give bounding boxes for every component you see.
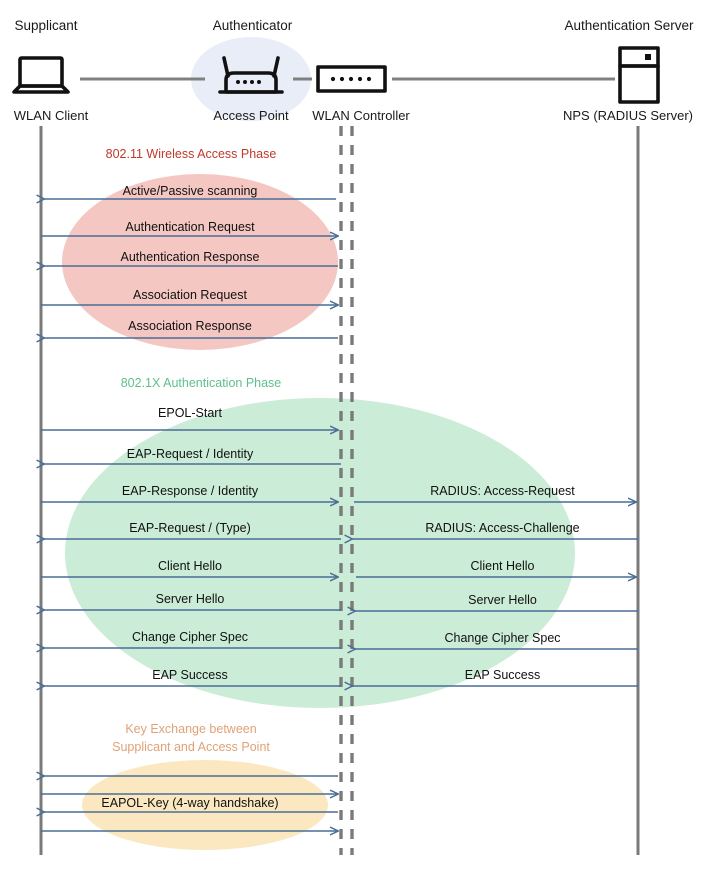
role-title-supplicant: Supplicant: [14, 18, 78, 33]
role-title-authenticator: Authenticator: [212, 18, 293, 33]
message-label-eapol-start: EPOL-Start: [158, 406, 222, 420]
wlan-controller-icon: [316, 65, 387, 93]
message-label-client-hello-right: Client Hello: [470, 559, 535, 573]
phase-ellipse-key-exchange: [82, 760, 328, 850]
message-label-authentication-response: Authentication Response: [120, 250, 260, 264]
message-label-association-request: Association Request: [133, 288, 247, 302]
node-label-nps-radius-server: NPS (RADIUS Server): [562, 108, 694, 123]
phase-ellipse-dot1x: [65, 398, 575, 708]
message-label-radius-access-request: RADIUS: Access-Request: [430, 484, 575, 498]
message-label-authentication-request: Authentication Request: [125, 220, 255, 234]
phase-label-wireless-access: 802.11 Wireless Access Phase: [105, 147, 277, 161]
message-label-eap-request-type: EAP-Request / (Type): [129, 521, 251, 535]
message-label-active-passive-scanning: Active/Passive scanning: [122, 184, 258, 198]
phase-label-key-exchange-line1: Key Exchange between: [125, 722, 257, 736]
message-label-eapol-key: EAPOL-Key (4-way handshake): [101, 796, 279, 810]
message-label-eap-request-identity: EAP-Request / Identity: [126, 447, 254, 461]
server-icon: [618, 46, 660, 104]
message-label-eap-success-right: EAP Success: [464, 668, 541, 682]
node-label-wlan-client: WLAN Client: [13, 108, 89, 123]
phase-label-dot1x-authentication: 802.1X Authentication Phase: [120, 376, 282, 390]
phase-ellipse-wireless-access: [62, 174, 338, 350]
message-label-eap-response-identity: EAP-Response / Identity: [121, 484, 259, 498]
node-label-wlan-controller: WLAN Controller: [312, 108, 410, 123]
message-label-radius-access-challenge: RADIUS: Access-Challenge: [425, 521, 580, 535]
message-label-client-hello-left: Client Hello: [158, 559, 222, 573]
message-label-server-hello-left: Server Hello: [155, 592, 225, 606]
authenticator-blob: [191, 37, 311, 121]
phase-label-key-exchange-line2: Supplicant and Access Point: [112, 740, 270, 754]
message-label-association-response: Association Response: [128, 319, 252, 333]
message-label-change-cipher-spec-right: Change Cipher Spec: [444, 631, 561, 645]
laptop-icon: [12, 56, 70, 94]
message-label-server-hello-right: Server Hello: [468, 593, 537, 607]
node-label-access-point: Access Point: [213, 108, 289, 123]
role-title-authentication-server: Authentication Server: [564, 18, 694, 33]
message-label-eap-success-left: EAP Success: [152, 668, 228, 682]
message-label-change-cipher-spec-left: Change Cipher Spec: [131, 630, 249, 644]
access-point-icon: [218, 56, 284, 94]
